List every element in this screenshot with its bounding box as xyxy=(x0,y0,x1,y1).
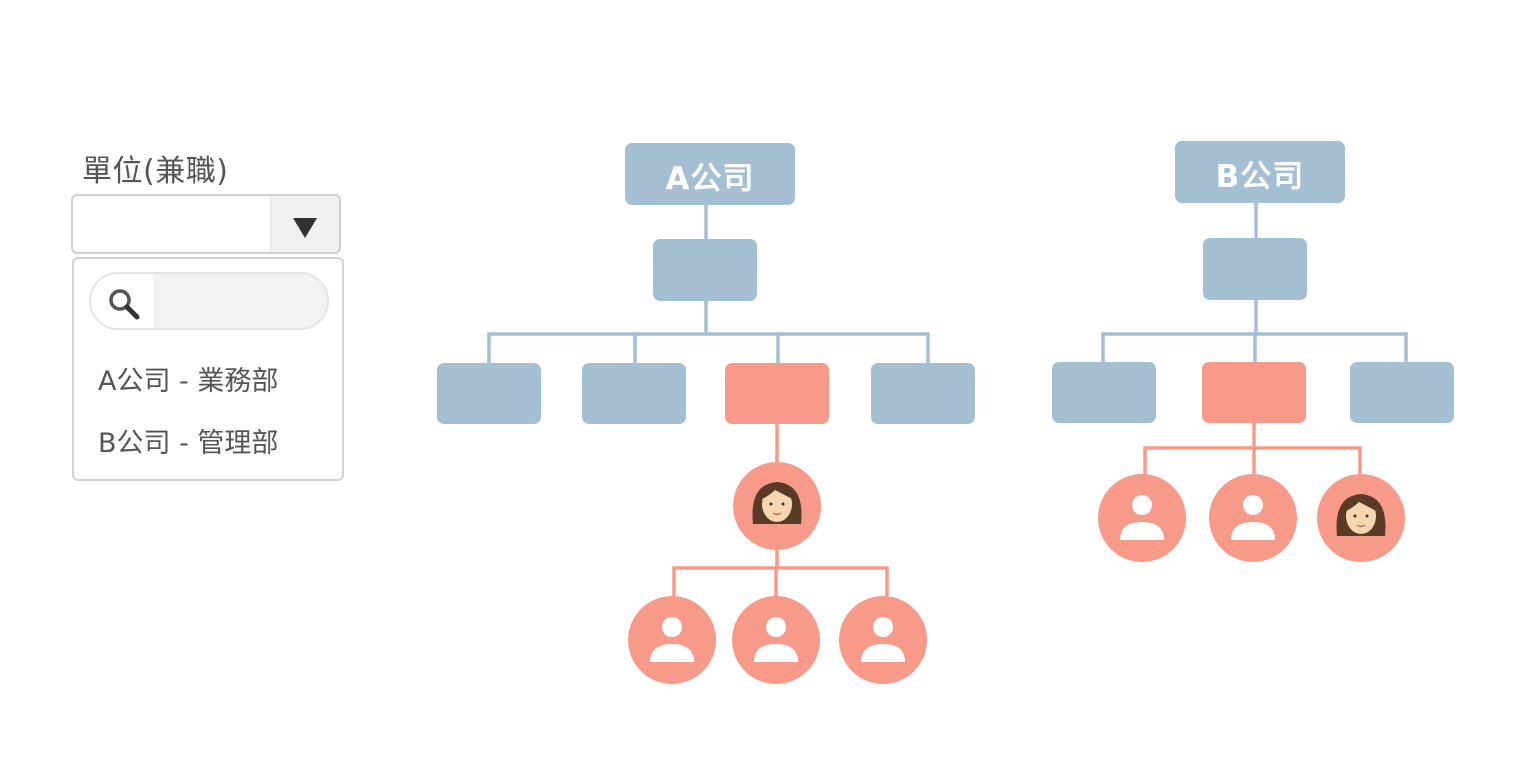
dropdown-toggle-button[interactable] xyxy=(270,196,339,252)
person-icon xyxy=(1098,474,1186,562)
person-icon xyxy=(732,596,820,684)
org-box-b-dept-highlighted xyxy=(1202,362,1306,423)
b-company-tree xyxy=(1052,141,1454,563)
woman-avatar-icon xyxy=(732,461,822,551)
a-company-connectors xyxy=(487,205,930,600)
dropdown-panel: A公司 - 業務部 B公司 - 管理部 xyxy=(72,257,344,481)
org-name-b-company: B公司 xyxy=(1215,159,1305,195)
org-box-b-level2 xyxy=(1203,238,1307,300)
search-icon-area xyxy=(91,274,153,328)
org-box-b-dept-1 xyxy=(1052,362,1156,423)
person-icon xyxy=(628,596,716,684)
option-b-company-admin[interactable]: B公司 - 管理部 xyxy=(98,428,279,459)
search-icon xyxy=(109,289,140,320)
triangle-down-icon xyxy=(293,218,317,238)
person-icon xyxy=(839,596,927,684)
org-box-a-dept-4 xyxy=(871,363,975,424)
woman-avatar-icon xyxy=(1316,473,1406,563)
search-input[interactable] xyxy=(153,274,327,328)
org-box-a-dept-1 xyxy=(437,363,541,424)
b-company-connectors xyxy=(1101,203,1408,478)
a-company-tree xyxy=(437,143,975,684)
org-box-a-dept-highlighted xyxy=(725,363,829,424)
org-name-a-company: A公司 xyxy=(665,161,755,197)
org-box-b-company xyxy=(1175,141,1345,203)
org-box-a-company xyxy=(625,143,795,205)
option-a-company-sales[interactable]: A公司 - 業務部 xyxy=(98,366,279,397)
org-box-a-level2 xyxy=(653,239,757,301)
field-label: 單位(兼職) xyxy=(82,154,229,189)
person-icon xyxy=(1209,474,1297,562)
org-box-b-dept-3 xyxy=(1350,362,1454,423)
dropdown-search xyxy=(89,272,329,330)
org-box-a-dept-2 xyxy=(582,363,686,424)
unit-select[interactable] xyxy=(71,194,341,254)
